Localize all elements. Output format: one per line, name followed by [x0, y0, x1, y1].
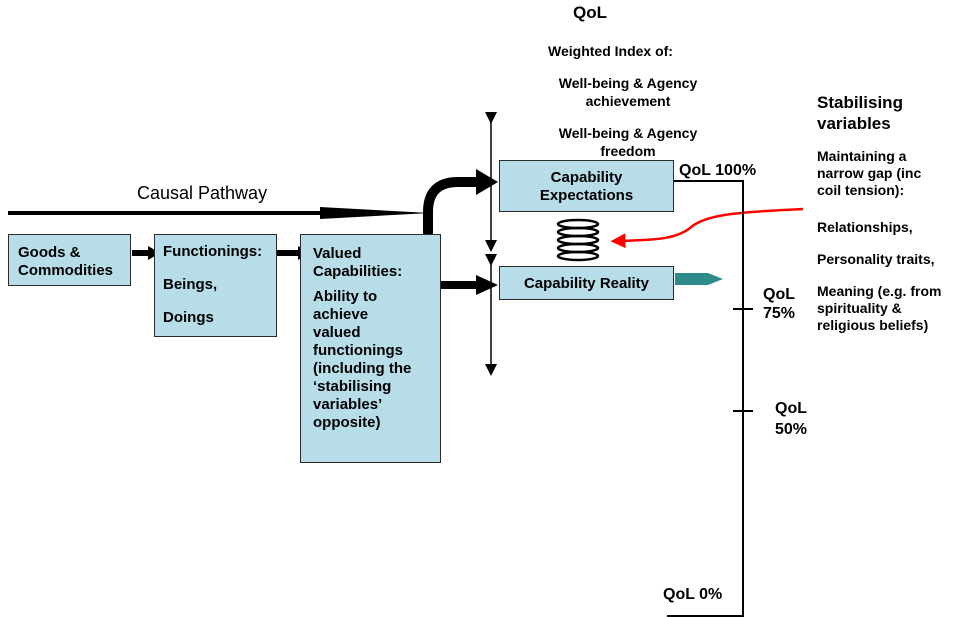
valued-capabilities-desc-line: achieve [313, 306, 369, 323]
stabilising-relationships: Relationships, [817, 219, 913, 235]
qol-75-line2: 75% [762, 305, 796, 322]
stabilising-intro-line: narrow gap (inc [817, 165, 922, 181]
valued-capabilities-desc-line: (including the [313, 360, 412, 377]
coil-spring [556, 218, 600, 262]
qol-50-line1: QoL [775, 400, 807, 417]
valued-capabilities-box: Valued Capabilities: Ability to achieve … [300, 234, 441, 463]
stabilising-personality: Personality traits, [817, 251, 935, 267]
qol-100-label: QoL 100% [679, 162, 757, 179]
valued-capabilities-desc-line: functionings [313, 342, 403, 359]
qol-75-line1: QoL [763, 286, 795, 303]
capability-expectations-box: Capability Expectations [499, 160, 674, 212]
valued-capabilities-title-line1: Valued [313, 245, 362, 262]
capability-expectations-line2: Expectations [539, 187, 634, 204]
capability-reality-box: Capability Reality [499, 266, 674, 300]
curved-arrow-head [476, 169, 498, 195]
qol-title: QoL [573, 3, 607, 22]
valued-capabilities-desc-line: variables’ [313, 396, 383, 413]
valued-capabilities-desc-line: ‘stabilising [313, 378, 392, 395]
valued-capabilities-desc-line: Ability to [313, 288, 378, 305]
wellbeing-freedom-line2: freedom [600, 143, 656, 159]
causal-pathway-label: Causal Pathway [137, 183, 268, 203]
stabilising-red-arrow [610, 207, 804, 249]
wellbeing-freedom-line1: Well-being & Agency [558, 125, 698, 141]
goods-commodities-box: Goods & Commodities [8, 234, 131, 286]
goods-line1: Goods & [18, 244, 81, 261]
stabilising-meaning-line: Meaning (e.g. from [817, 283, 942, 299]
stabilising-title-line1: Stabilising [817, 93, 903, 112]
functionings-beings: Beings, [163, 276, 218, 293]
qol-scale [667, 180, 753, 617]
curved-arrow-to-expectations [423, 177, 478, 236]
wellbeing-achievement-line1: Well-being & Agency [558, 75, 698, 91]
teal-pointer [675, 273, 723, 285]
stabilising-title-line2: variables [817, 114, 891, 133]
valued-capabilities-desc-line: valued [313, 324, 361, 341]
stabilising-meaning-line: religious beliefs) [817, 317, 929, 333]
weighted-index-label: Weighted Index of: [548, 43, 673, 59]
capability-reality-label: Capability Reality [523, 275, 650, 292]
stabilising-meaning-line: spirituality & [817, 300, 902, 316]
stabilising-intro-line: Maintaining a [817, 148, 907, 164]
valued-capabilities-title-line2: Capabilities: [313, 263, 403, 280]
functionings-title: Functionings: [163, 243, 263, 260]
functionings-box: Functionings: Beings, Doings [154, 234, 277, 337]
functionings-doings: Doings [163, 309, 214, 326]
arrow-to-reality-head [476, 275, 498, 295]
wellbeing-achievement-line2: achievement [585, 93, 671, 109]
capability-expectations-line1: Capability [550, 169, 623, 186]
qol-50-line2: 50% [774, 421, 808, 438]
causal-pathway-arrow [8, 207, 430, 219]
qol-0-label: QoL 0% [663, 586, 723, 603]
stabilising-intro-line: coil tension): [817, 182, 905, 198]
valued-capabilities-desc-line: opposite) [313, 414, 381, 431]
goods-line2: Commodities [18, 262, 114, 279]
